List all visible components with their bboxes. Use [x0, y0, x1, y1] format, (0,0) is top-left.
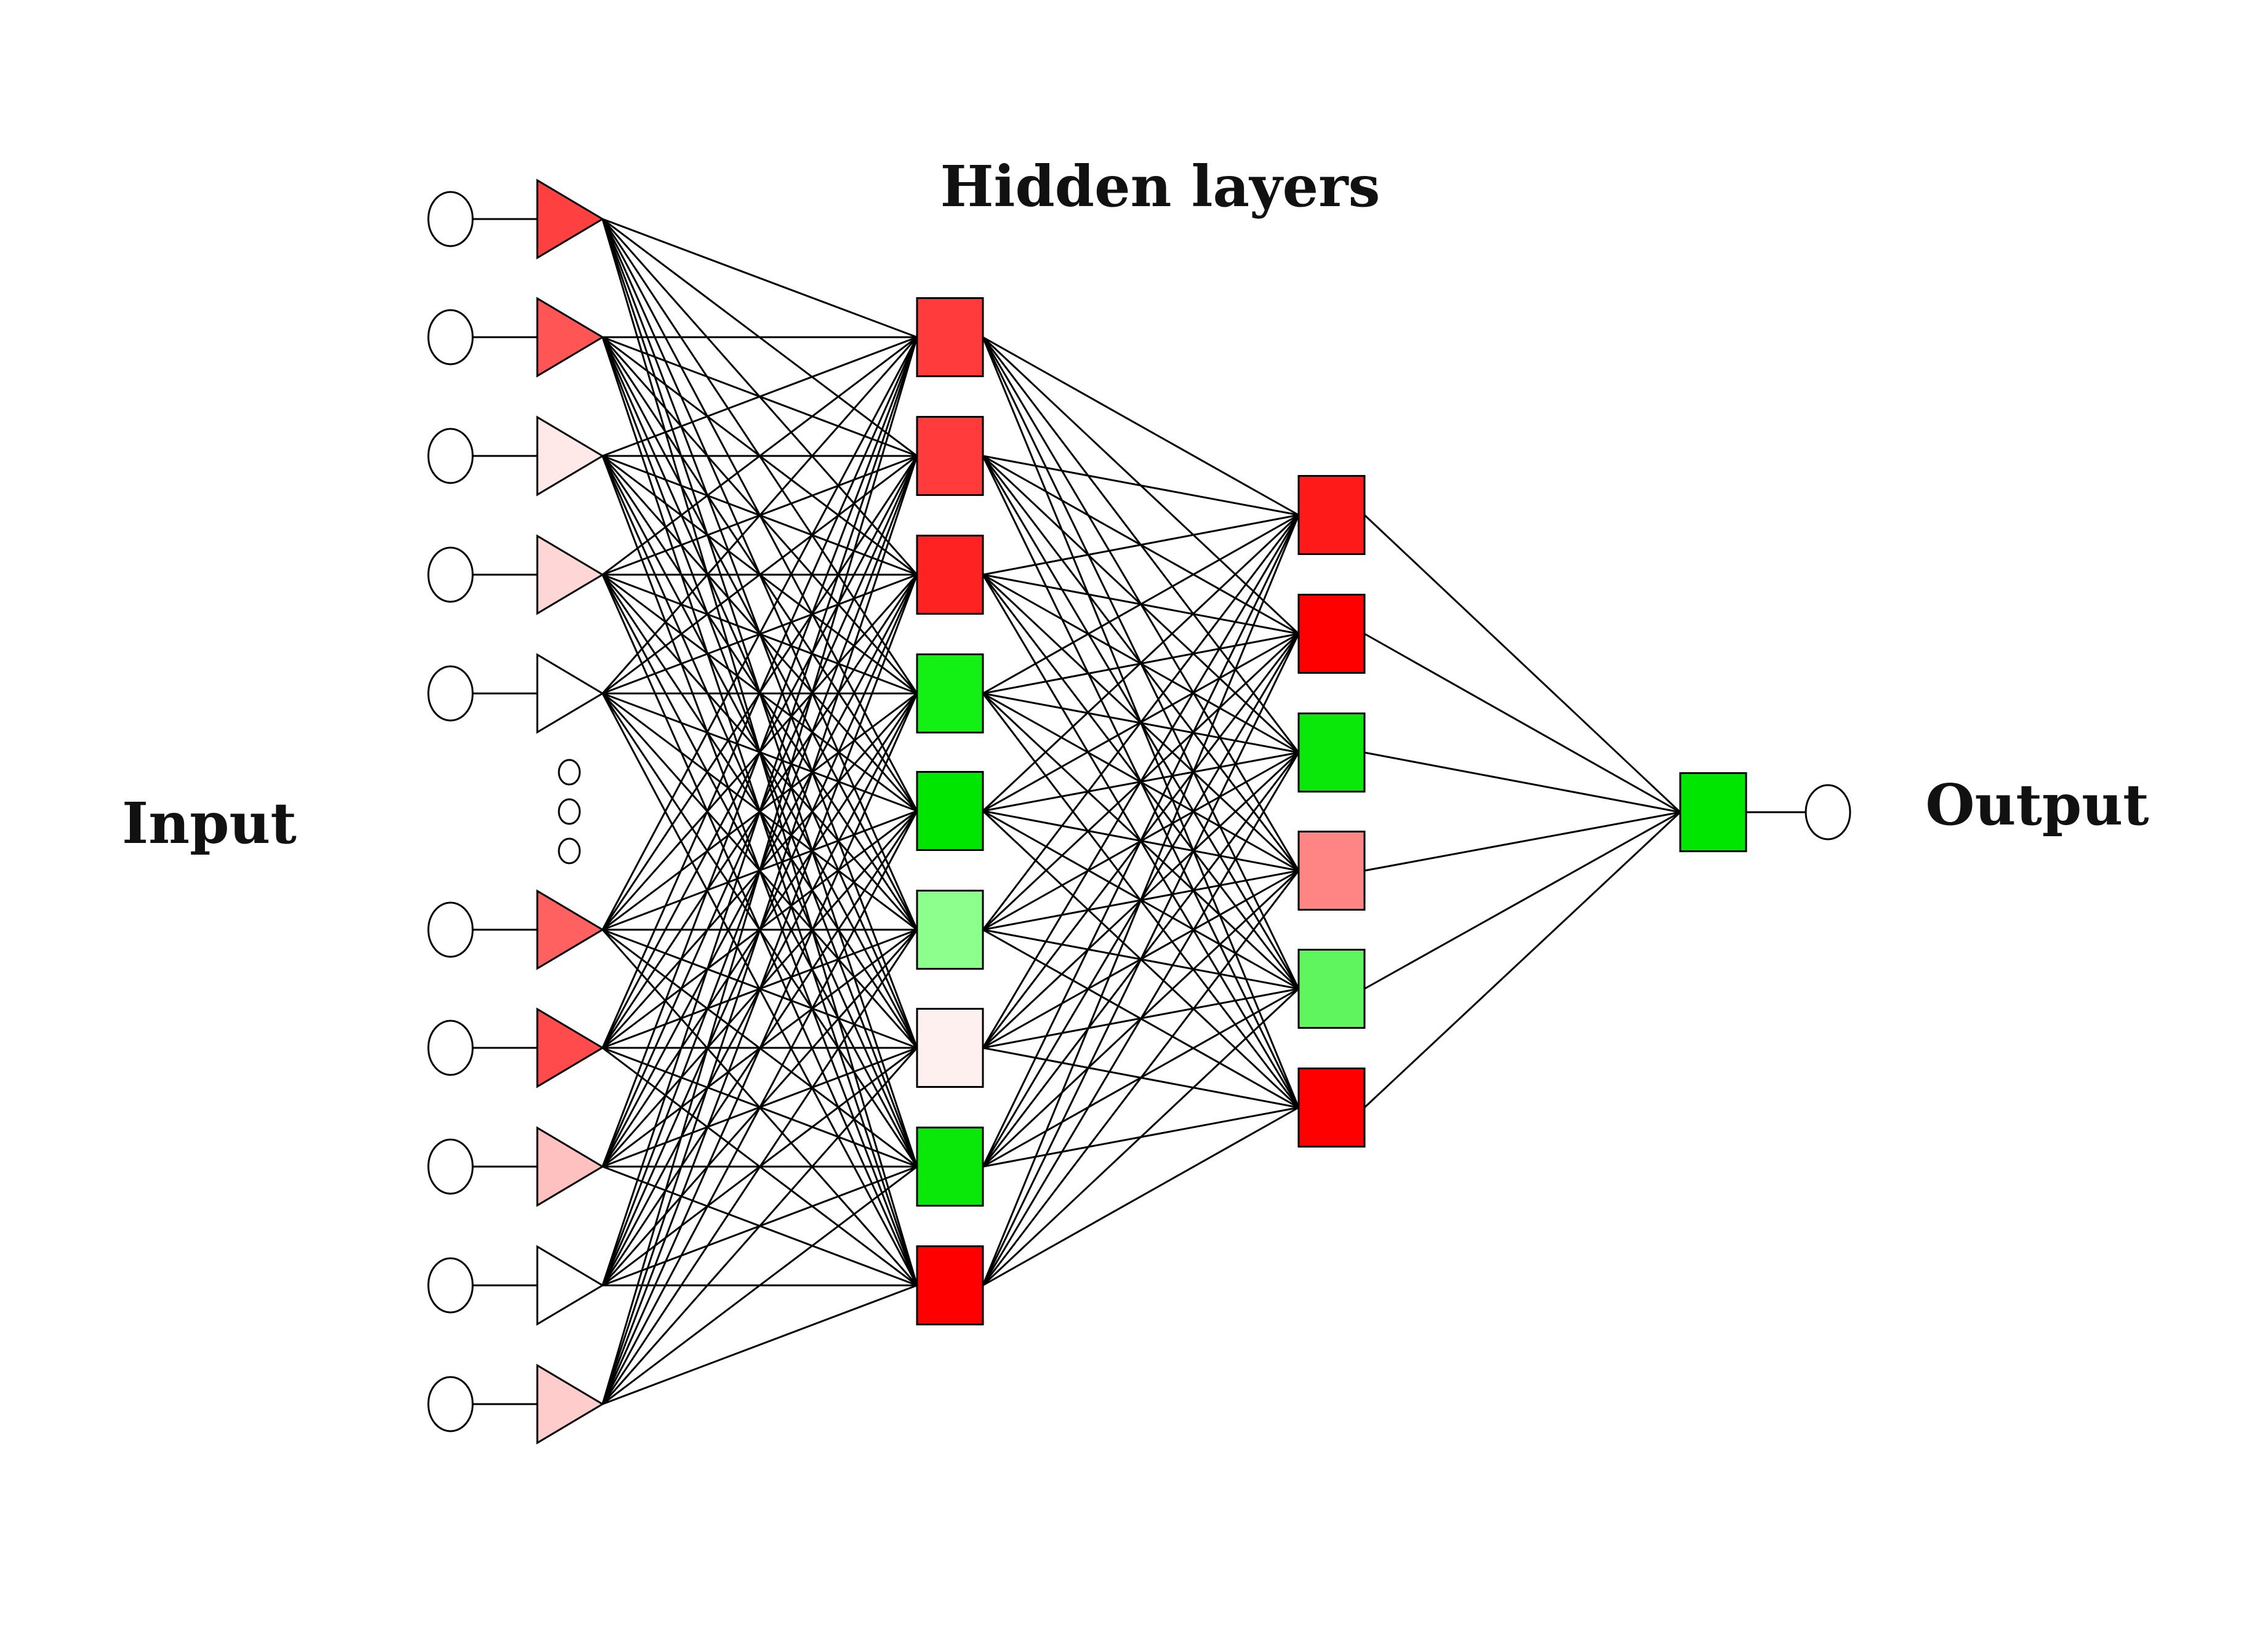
- input-circle-10: [427, 1376, 474, 1432]
- output-label: Output: [1925, 772, 2149, 838]
- edge-input-10-to-h1-8: [602, 1165, 918, 1405]
- edge-input-8-to-h1-1: [601, 337, 918, 1167]
- input-neuron-9: [536, 1245, 604, 1326]
- hidden2-neuron-5: [1297, 949, 1366, 1029]
- edge-h1-8-to-h2-1: [982, 514, 1300, 1167]
- hidden1-neuron-6: [916, 890, 984, 970]
- input-circle-7: [427, 1020, 474, 1076]
- edge-h1-7-to-h2-1: [982, 514, 1300, 1048]
- hidden1-neuron-5: [916, 771, 984, 851]
- input-neuron-4: [536, 534, 604, 615]
- hidden1-neuron-9: [916, 1245, 984, 1325]
- edge-input-10-to-h1-7: [601, 1047, 918, 1405]
- edge-input-10-to-h1-3: [601, 574, 918, 1405]
- edge-input-1-to-h1-1: [602, 218, 918, 338]
- edge-h2-4-to-output: [1364, 811, 1681, 872]
- hidden2-neuron-3: [1297, 713, 1366, 793]
- input-circle-6: [427, 901, 474, 958]
- edge-input-10-to-h1-6: [601, 929, 918, 1405]
- input-neuron-3: [536, 415, 604, 497]
- edge-input-10-to-h1-4: [601, 693, 918, 1405]
- input-label: Input: [122, 790, 297, 856]
- output-neuron: [1679, 772, 1747, 852]
- edge-input-5-to-h1-1: [601, 337, 918, 694]
- edge-h2-6-to-output: [1363, 811, 1681, 1109]
- hidden1-neuron-4: [916, 653, 984, 733]
- ellipsis-dot-3: [558, 837, 581, 864]
- edge-input-10-to-h1-2: [601, 455, 918, 1405]
- edge-input-3-to-h1-1: [602, 336, 918, 457]
- neurons: [427, 178, 1851, 1445]
- edge-input-10-to-h1-5: [601, 810, 918, 1405]
- input-circle-2: [427, 309, 474, 365]
- edge-h2-1-to-output: [1363, 514, 1681, 813]
- edge-h2-3-to-output: [1364, 751, 1681, 813]
- input-neuron-10: [536, 1363, 604, 1445]
- output-circle: [1805, 784, 1851, 840]
- hidden2-neuron-1: [1297, 475, 1366, 555]
- edge-h1-2-to-h2-1: [982, 455, 1299, 516]
- hidden1-neuron-8: [916, 1127, 984, 1207]
- hidden1-neuron-1: [916, 297, 984, 377]
- edge-input-9-to-h1-1: [601, 337, 918, 1286]
- edge-h1-9-to-h2-3: [982, 752, 1300, 1286]
- input-circle-9: [427, 1257, 474, 1314]
- edge-h1-9-to-h2-2: [982, 633, 1300, 1286]
- input-neuron-6: [536, 889, 604, 970]
- edge-h1-9-to-h2-6: [982, 1106, 1299, 1287]
- edge-h2-5-to-output: [1364, 811, 1681, 990]
- input-neuron-8: [536, 1126, 604, 1207]
- input-neuron-1: [536, 178, 604, 260]
- edge-input-7-to-h1-1: [601, 337, 918, 1048]
- edge-h1-1-to-h2-1: [982, 336, 1299, 516]
- input-circle-1: [427, 191, 474, 247]
- hidden2-neuron-2: [1297, 594, 1366, 674]
- ellipsis-dot-1: [558, 759, 581, 786]
- edge-input-4-to-h1-1: [602, 336, 918, 576]
- hidden1-neuron-3: [916, 535, 984, 615]
- edge-input-10-to-h1-9: [602, 1284, 918, 1405]
- edge-h2-2-to-output: [1364, 633, 1681, 813]
- edge-input-6-to-h1-1: [601, 337, 918, 930]
- input-circle-3: [427, 428, 474, 484]
- edge-h1-9-to-h2-1: [982, 514, 1300, 1286]
- hidden-layers-label: Hidden layers: [940, 153, 1380, 220]
- edge-h1-6-to-h2-1: [982, 514, 1300, 930]
- hidden1-neuron-7: [916, 1008, 984, 1088]
- edge-h1-9-to-h2-5: [982, 988, 1300, 1287]
- edge-h1-3-to-h2-1: [982, 514, 1299, 576]
- edge-h1-9-to-h2-4: [982, 870, 1300, 1286]
- input-circle-4: [427, 546, 474, 603]
- input-circle-5: [427, 665, 474, 722]
- edge-h1-5-to-h2-1: [982, 514, 1300, 812]
- input-neuron-7: [536, 1007, 604, 1088]
- input-neuron-2: [536, 297, 604, 378]
- edge-h1-4-to-h2-1: [982, 514, 1299, 695]
- ellipsis-dot-2: [558, 798, 581, 825]
- connections: [601, 218, 1681, 1405]
- hidden2-neuron-4: [1297, 831, 1366, 911]
- edge-input-10-to-h1-1: [601, 337, 918, 1405]
- hidden2-neuron-6: [1297, 1068, 1366, 1148]
- input-circle-8: [427, 1138, 474, 1195]
- hidden1-neuron-2: [916, 416, 984, 496]
- input-neuron-5: [536, 653, 604, 734]
